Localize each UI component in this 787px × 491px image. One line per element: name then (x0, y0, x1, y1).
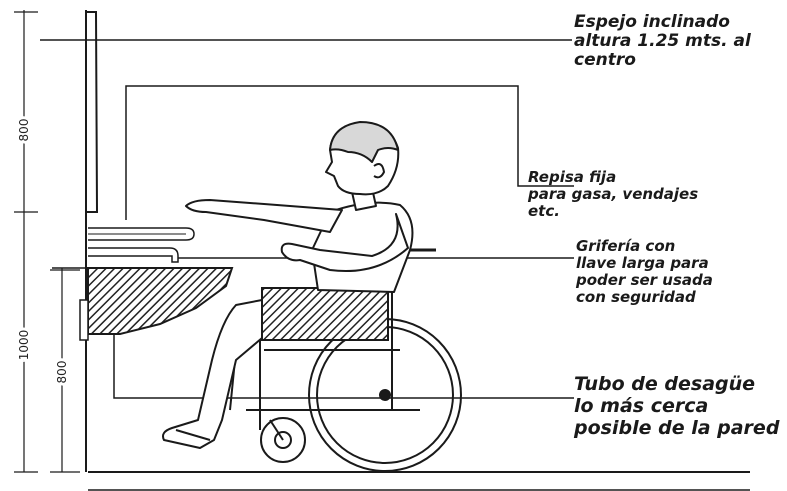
washbasin (79, 267, 234, 341)
faucet-label-line-4: con seguridad (576, 288, 696, 306)
mirror-label: Espejo inclinado altura 1.25 mts. al cen… (574, 13, 751, 70)
fixed-shelf (125, 85, 574, 220)
inclined-mirror (85, 11, 99, 213)
faucet-label: Grifería con llave larga para poder ser … (576, 238, 713, 306)
shelf-label-line-1: Repisa fija (528, 168, 617, 186)
floor-line (88, 471, 750, 491)
faucet-label-line-2: llave larga para (576, 254, 709, 272)
dimension-label-overall: 1000 (17, 330, 31, 361)
shelf-label: Repisa fija para gasa, vendajes etc. (528, 169, 698, 220)
faucet-label-line-1: Grifería con (576, 237, 676, 255)
dimension-label-upper: 800 (17, 119, 31, 142)
seated-person (162, 121, 414, 449)
drain-label-line-1: Tubo de desagüe (574, 373, 756, 395)
faucet-label-line-3: poder ser usada (576, 271, 713, 289)
drain-label-line-3: posible de la pared (574, 417, 780, 439)
drain-label-line-2: lo más cerca (574, 395, 709, 417)
dimension-lines (14, 10, 80, 473)
shelf-label-line-3: etc. (528, 202, 560, 220)
drain-label: Tubo de desagüe lo más cerca posible de … (574, 373, 779, 439)
dimension-label-counter: 800 (55, 361, 69, 384)
mirror-label-line-3: centro (574, 50, 636, 70)
long-lever-faucet (88, 227, 195, 263)
shelf-label-line-2: para gasa, vendajes (528, 185, 699, 203)
mirror-label-line-1: Espejo inclinado (574, 12, 730, 32)
drain-pipe (113, 334, 574, 399)
mirror-label-line-2: altura 1.25 mts. al (574, 31, 751, 51)
